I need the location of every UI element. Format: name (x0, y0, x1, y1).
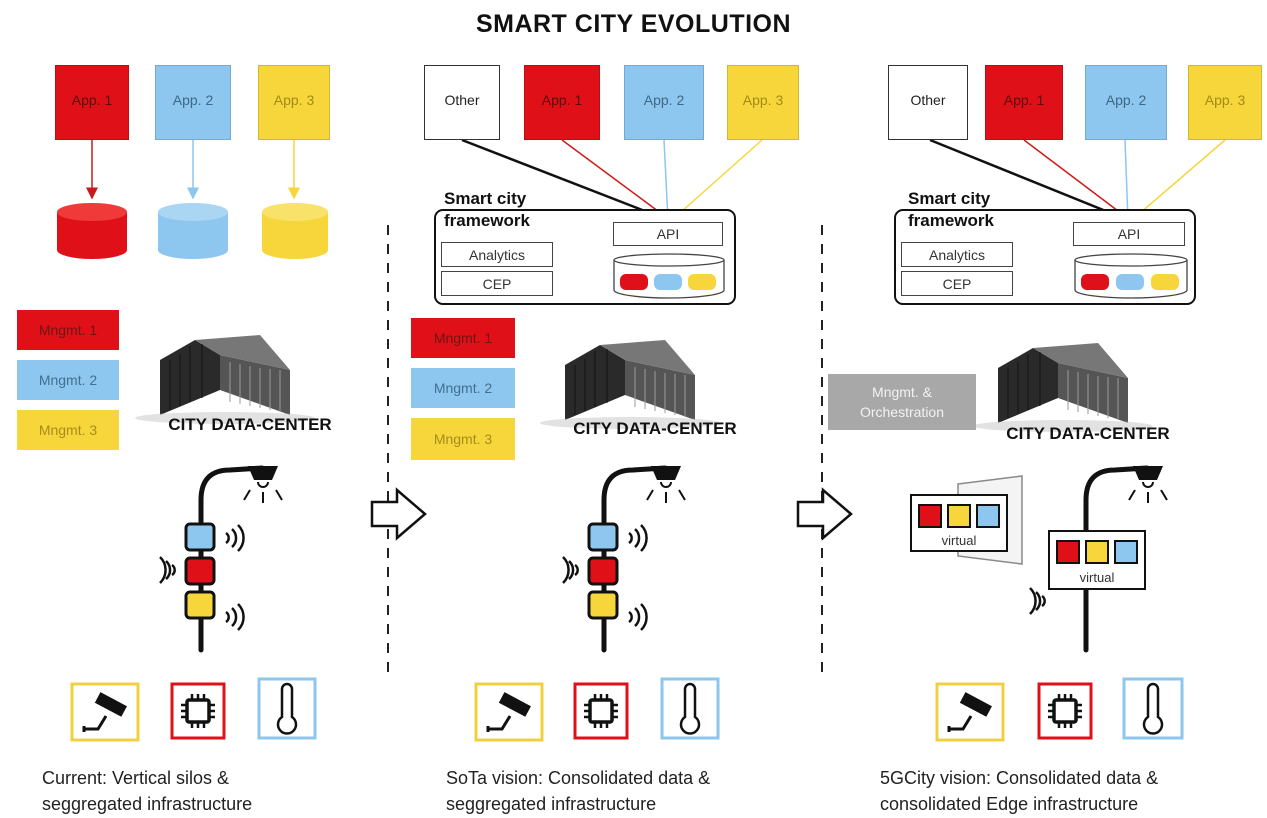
line-app3-api (671, 139, 763, 221)
framework-label-line1: Smart city (908, 189, 991, 208)
mgmt1-box: Mngmt. 1 (411, 318, 515, 358)
management-orchestration-box: Mngmt. & Orchestration (828, 374, 976, 430)
line-other-api (461, 138, 669, 222)
framework-label-line2: framework (908, 211, 994, 230)
virtual-label: virtual (1079, 570, 1115, 585)
virtual-edge-node: virtual (1048, 530, 1146, 590)
caption-5gcity: 5GCity vision: Consolidated data & conso… (880, 765, 1158, 817)
mgmt1-box: Mngmt. 1 (17, 310, 119, 350)
building-icon (134, 334, 316, 425)
lamp-head (248, 466, 278, 480)
sensor-blue (587, 522, 619, 552)
wifi-signal-icon (628, 603, 648, 631)
app1-box: App. 1 (985, 65, 1063, 140)
line-other-api (929, 138, 1129, 222)
chip-icon (1037, 682, 1093, 740)
app1-box: App. 1 (524, 65, 600, 140)
api-box: API (613, 222, 723, 246)
caption-line2: seggregated infrastructure (42, 794, 253, 814)
app3-box: App. 3 (1188, 65, 1262, 140)
mgmt3-box: Mngmt. 3 (411, 418, 515, 460)
vm-yellow (947, 504, 971, 528)
sensor-yellow (587, 590, 619, 620)
framework-label-line2: framework (444, 211, 530, 230)
sensor-yellow (184, 590, 216, 620)
line-app2-api (1124, 139, 1129, 221)
line-app3-api (1131, 139, 1226, 221)
sensor-blue (184, 522, 216, 552)
line-app1-api (561, 139, 671, 221)
datacenter-label: CITY DATA-CENTER (573, 419, 737, 438)
other-app-box: Other (888, 65, 968, 140)
analytics-box: Analytics (441, 242, 553, 267)
consolidated-database-icon (1074, 253, 1188, 299)
orchestration-line2: Orchestration (859, 404, 945, 420)
app3-box: App. 3 (258, 65, 330, 140)
mgmt2-box: Mngmt. 2 (17, 360, 119, 400)
app2-box: App. 2 (1085, 65, 1167, 140)
chip-icon (170, 682, 226, 740)
mgmt2-box: Mngmt. 2 (411, 368, 515, 408)
wifi-signal-icon (1029, 587, 1046, 615)
api-box: API (1073, 222, 1185, 246)
wifi-signal-icon (562, 556, 579, 584)
vm-blue (976, 504, 1000, 528)
cep-box: CEP (901, 271, 1013, 296)
orchestration-line1: Mngmt. & (872, 384, 932, 400)
app2-box: App. 2 (155, 65, 231, 140)
sensor-red (587, 556, 619, 586)
caption-line2: consolidated Edge infrastructure (880, 794, 1139, 814)
thermometer-icon (257, 677, 317, 740)
vm-yellow (1085, 540, 1109, 564)
analytics-box: Analytics (901, 242, 1013, 267)
streetlight-icon (601, 465, 668, 653)
caption-current: Current: Vertical silos & seggregated in… (42, 765, 252, 817)
wifi-signal-icon (225, 524, 245, 552)
vm-red (918, 504, 942, 528)
streetlight-icon (198, 465, 265, 653)
app3-box: App. 3 (727, 65, 799, 140)
consolidated-database-icon (613, 253, 725, 299)
other-app-box: Other (424, 65, 500, 140)
building-icon (539, 339, 721, 430)
vm-red (1056, 540, 1080, 564)
building-icon (972, 342, 1154, 433)
wifi-signal-icon (159, 556, 176, 584)
caption-line1: SoTa vision: Consolidated data & (446, 768, 711, 788)
database-icon (57, 203, 127, 259)
datacenter-label: CITY DATA-CENTER (168, 415, 332, 434)
caption-line1: 5GCity vision: Consolidated data & (880, 768, 1159, 788)
caption-line1: Current: Vertical silos & (42, 768, 230, 788)
line-app2-api (663, 139, 669, 221)
caption-sota: SoTa vision: Consolidated data & seggreg… (446, 765, 710, 817)
app1-box: App. 1 (55, 65, 129, 140)
camera-icon (935, 682, 1005, 742)
framework-label-line1: Smart city (444, 189, 527, 208)
app2-box: App. 2 (624, 65, 704, 140)
arrow-right-icon (370, 487, 427, 541)
camera-icon (474, 682, 544, 742)
cep-box: CEP (441, 271, 553, 296)
database-icon (262, 203, 328, 259)
arrow-right-icon (796, 487, 853, 541)
camera-icon (70, 682, 140, 742)
light-rays (243, 489, 283, 503)
wifi-signal-icon (225, 603, 245, 631)
virtual-label: virtual (941, 533, 977, 548)
line-app1-api (1023, 139, 1131, 221)
thermometer-icon (660, 677, 720, 740)
diagram-title: SMART CITY EVOLUTION (475, 10, 792, 38)
virtual-edge-node: virtual (910, 494, 1008, 552)
mgmt3-box: Mngmt. 3 (17, 410, 119, 450)
wifi-signal-icon (628, 524, 648, 552)
sensor-red (184, 556, 216, 586)
chip-icon (573, 682, 629, 740)
streetlight-icon (1083, 465, 1150, 653)
vm-blue (1114, 540, 1138, 564)
caption-line2: seggregated infrastructure (446, 794, 657, 814)
datacenter-label: CITY DATA-CENTER (1006, 424, 1170, 443)
database-icon (158, 203, 228, 259)
thermometer-icon (1122, 677, 1184, 740)
